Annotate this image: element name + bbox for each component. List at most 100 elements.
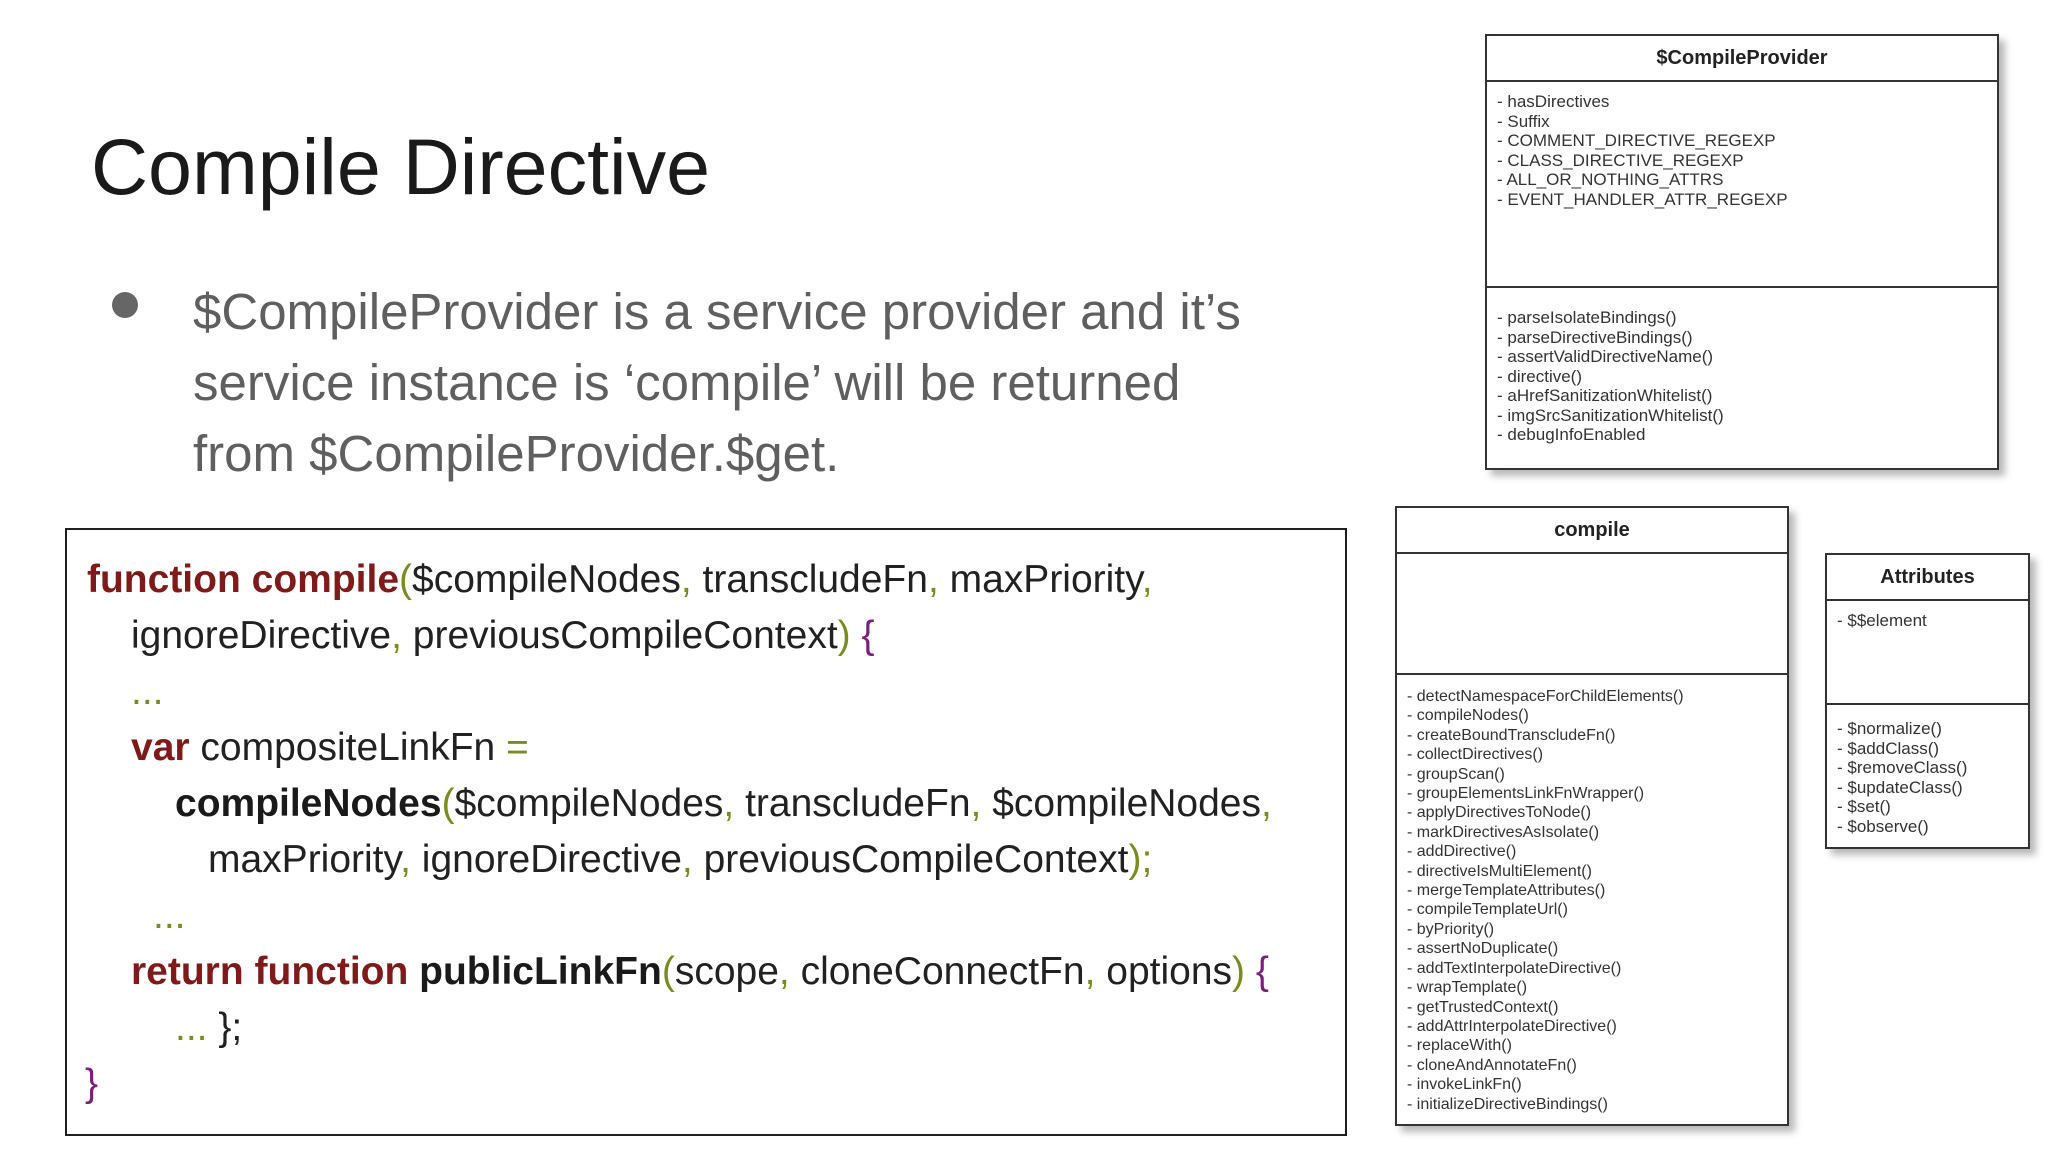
uml-member: - addAttrInterpolateDirective() [1407, 1017, 1617, 1035]
uml-member: - detectNamespaceForChildElements() [1407, 688, 1684, 705]
uml-member: - byPriority() [1407, 920, 1495, 938]
uml-member: - $observe() [1837, 816, 1929, 836]
uml-member: - invokeLinkFn() [1407, 1076, 1522, 1094]
slide-title: Compile Directive [91, 122, 711, 211]
uml-member: - parseDirectiveBindings() [1497, 327, 1693, 347]
code-brace: { [1255, 950, 1269, 993]
code-punctuation: , [1084, 950, 1107, 993]
uml-member: - groupScan() [1407, 765, 1505, 783]
code-function-name: compile [251, 558, 400, 601]
code-punctuation: , [391, 614, 413, 657]
uml-member: - getTrustedContext() [1407, 998, 1559, 1016]
code-keyword: return function [131, 950, 409, 993]
uml-class-compile-provider: $CompileProvider - hasDirectives- Suffix… [1485, 34, 1999, 470]
uml-member: - COMMENT_DIRECTIVE_REGEXP [1497, 131, 1776, 150]
code-line-7: ... [153, 894, 186, 937]
code-space [190, 726, 201, 769]
code-punctuation: , [778, 950, 801, 993]
uml-member: - ALL_OR_NOTHING_ATTRS [1497, 170, 1724, 189]
code-punctuation: , [681, 838, 704, 881]
code-function-name: publicLinkFn [419, 950, 662, 993]
uml-methods-section: - detectNamespaceForChildElements() - com… [1397, 675, 1787, 1125]
code-punctuation: , [927, 558, 950, 601]
code-arg: $compileNodes [412, 558, 681, 601]
uml-methods-section: - $normalize()- $addClass()- $removeClas… [1827, 705, 2028, 845]
uml-member: - $normalize() [1837, 719, 1942, 738]
uml-member: - createBoundTranscludeFn() [1407, 726, 1616, 744]
uml-attributes-section: - $$element [1827, 601, 2028, 705]
code-arg: ignoreDirective [421, 838, 682, 881]
uml-member: - collectDirectives() [1407, 746, 1544, 764]
bullet-line: from $CompileProvider.$get. [193, 425, 840, 482]
uml-member: - addTextInterpolateDirective() [1407, 959, 1622, 977]
code-punctuation: , [723, 782, 746, 825]
uml-member: - directiveIsMultiElement() [1407, 862, 1592, 880]
code-punctuation: ) [1232, 950, 1246, 993]
uml-member: - parseIsolateBindings() [1497, 308, 1677, 327]
code-function-name: compileNodes [175, 782, 442, 825]
uml-member: - imgSrcSanitizationWhitelist() [1497, 405, 1724, 425]
uml-class-compile: compile - detectNamespaceForChildElement… [1395, 506, 1789, 1126]
code-arg: scope [674, 950, 779, 993]
uml-class-attributes: Attributes - $$element - $normalize()- $… [1825, 553, 2030, 849]
code-space [851, 614, 862, 657]
code-arg: maxPriority [949, 558, 1142, 601]
code-punctuation: ( [399, 558, 413, 601]
uml-member: - CLASS_DIRECTIVE_REGEXP [1497, 150, 1744, 170]
bullet-text: $CompileProvider is a service provider a… [193, 276, 1241, 489]
code-closing: }; [218, 1006, 243, 1049]
code-arg: transcludeFn [745, 782, 971, 825]
bullet-line: service instance is ‘compile’ will be re… [193, 354, 1181, 411]
uml-member: - cloneAndAnnotateFn() [1407, 1056, 1577, 1074]
uml-member: - debugInfoEnabled [1497, 425, 1646, 444]
uml-member: - addDirective() [1407, 843, 1517, 861]
code-punctuation: , [1261, 782, 1272, 825]
uml-member: - assertValidDirectiveName() [1497, 347, 1714, 366]
uml-member: - $set() [1837, 797, 1891, 816]
uml-methods-section: - parseIsolateBindings()- parseDirective… [1487, 288, 1997, 468]
code-line-9: ... }; [175, 1000, 242, 1056]
uml-member: - EVENT_HANDLER_ATTR_REGEXP [1497, 189, 1788, 209]
uml-member: - assertNoDuplicate() [1407, 940, 1559, 958]
bullet-dot-icon [112, 292, 138, 318]
uml-member: - applyDirectivesToNode() [1407, 804, 1592, 822]
code-brace: { [861, 614, 875, 657]
uml-member: - Suffix [1497, 111, 1550, 131]
uml-member: - replaceWith() [1407, 1037, 1512, 1055]
uml-attributes-section [1397, 554, 1787, 675]
code-arg: previousCompileContext [412, 614, 838, 657]
code-space [408, 950, 419, 993]
uml-member: - compileNodes() [1407, 707, 1529, 725]
code-arg: $compileNodes [992, 782, 1261, 825]
code-punctuation: , [400, 838, 422, 881]
code-operator: = [495, 726, 529, 769]
code-line-1: function compile($compileNodes, transclu… [87, 552, 1153, 608]
uml-member: - hasDirectives [1497, 92, 1610, 111]
code-line-6: maxPriority, ignoreDirective, previousCo… [208, 832, 1152, 888]
code-arg: transcludeFn [702, 558, 928, 601]
code-line-8: return function publicLinkFn(scope, clon… [131, 944, 1269, 1000]
code-variable: compositeLinkFn [200, 726, 496, 769]
uml-class-name: Attributes [1827, 555, 2028, 601]
code-arg: ignoreDirective [131, 614, 392, 657]
uml-member: - compileTemplateUrl() [1407, 901, 1568, 919]
code-keyword: function [87, 558, 241, 601]
code-arg: options [1106, 950, 1233, 993]
code-punctuation: ) [837, 614, 851, 657]
uml-attributes-section: - hasDirectives- Suffix- COMMENT_DIRECTI… [1487, 82, 1997, 288]
code-arg: $compileNodes [454, 782, 724, 825]
code-punctuation: , [970, 782, 993, 825]
code-punctuation: ( [441, 782, 455, 825]
uml-class-name: compile [1397, 508, 1787, 554]
uml-class-name: $CompileProvider [1487, 36, 1997, 82]
code-line-5: compileNodes($compileNodes, transcludeFn… [175, 776, 1272, 832]
code-arg: maxPriority [208, 838, 401, 881]
code-punctuation: , [1141, 558, 1153, 601]
uml-member: - aHrefSanitizationWhitelist() [1497, 386, 1713, 405]
code-box: function compile($compileNodes, transclu… [65, 528, 1347, 1136]
code-space [241, 558, 252, 601]
code-line-3: ... [131, 670, 164, 713]
uml-member: - markDirectivesAsIsolate() [1407, 823, 1600, 841]
code-punctuation: ( [661, 950, 675, 993]
code-arg: cloneConnectFn [800, 950, 1085, 993]
